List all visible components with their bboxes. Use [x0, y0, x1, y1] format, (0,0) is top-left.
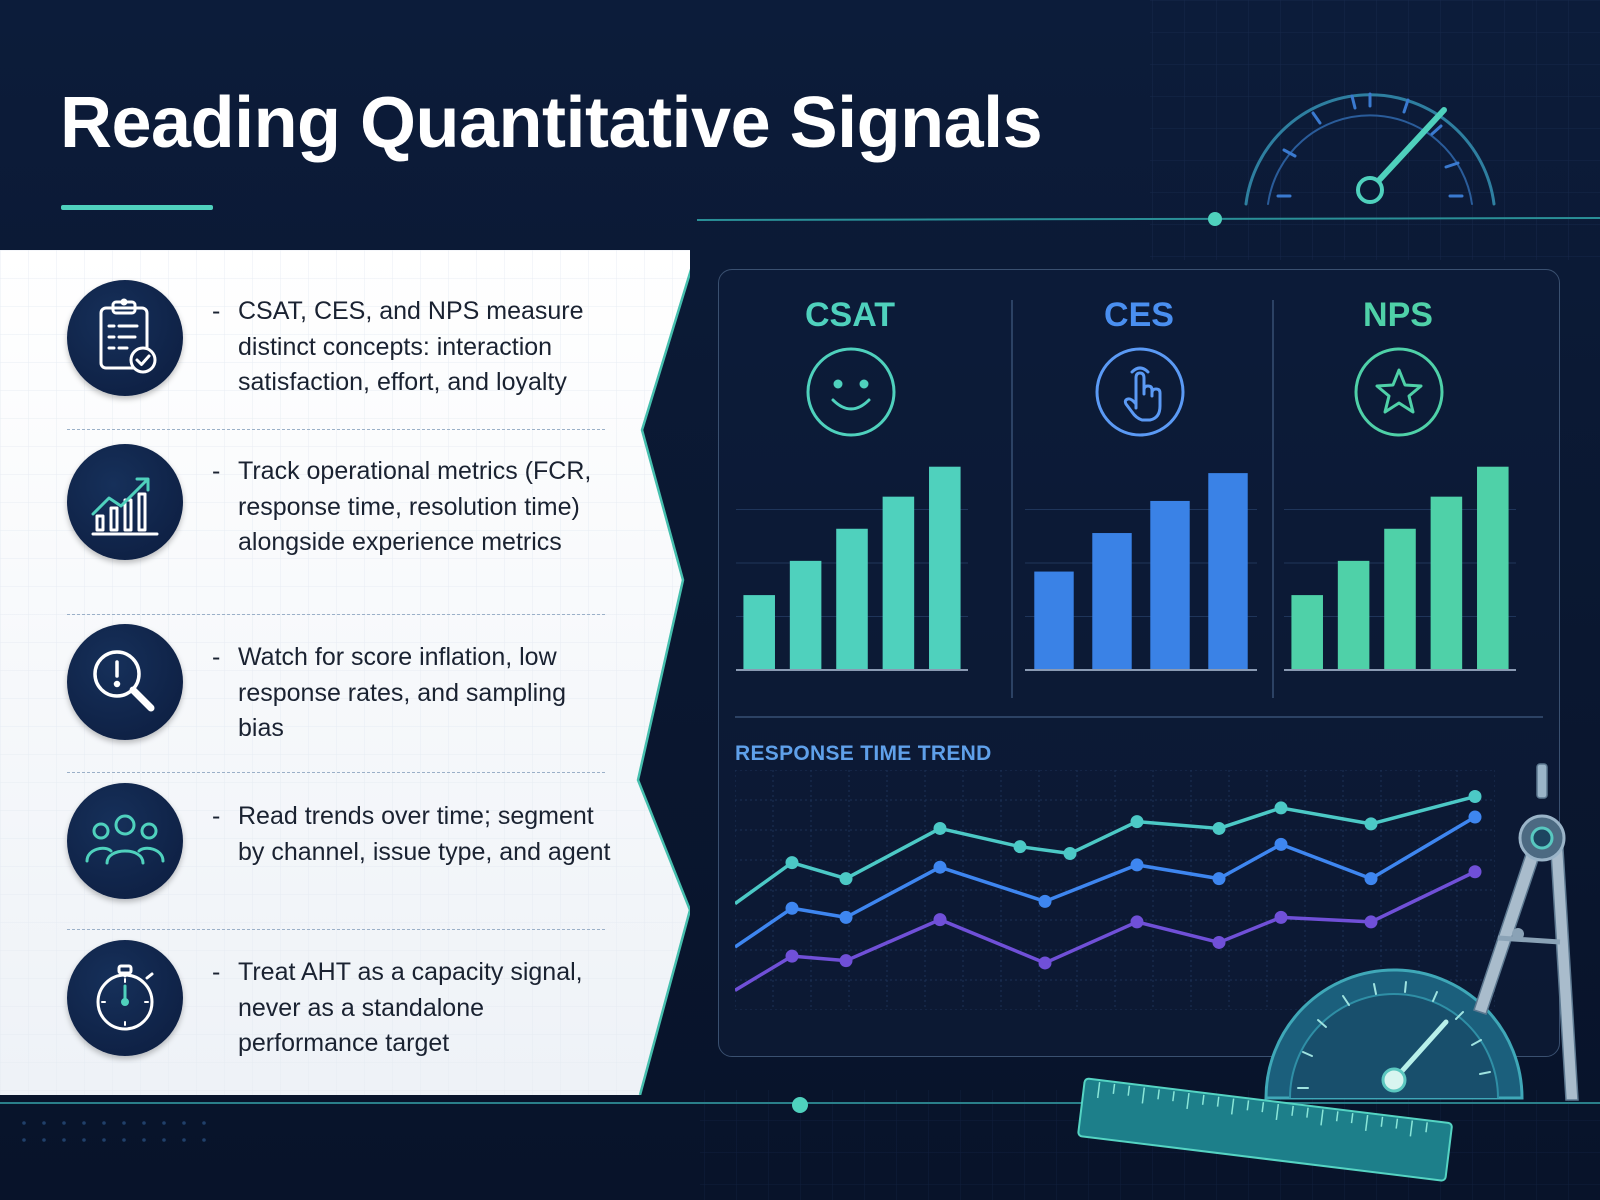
bar: [929, 466, 961, 670]
data-point: [839, 910, 853, 924]
data-point: [1212, 821, 1226, 835]
data-point: [1130, 858, 1144, 872]
data-point: [1212, 935, 1226, 949]
stopwatch-icon: [67, 940, 183, 1056]
bar: [1291, 595, 1323, 670]
data-point: [1063, 847, 1077, 861]
people-group-icon: [67, 783, 183, 899]
data-point: [1038, 894, 1052, 908]
magnifier-alert-icon: [67, 624, 183, 740]
growth-chart-icon: [67, 444, 183, 560]
list-item-text: - Track operational metrics (FCR, respon…: [212, 454, 612, 561]
series-line: [735, 794, 1476, 906]
bullet-dash: -: [212, 958, 221, 986]
metric-column-ces: CES: [1008, 270, 1270, 700]
smiley-face-icon: [806, 347, 896, 437]
csat-bar-chart: [736, 466, 968, 671]
bar: [1092, 533, 1132, 670]
metric-column-csat: CSAT: [719, 270, 981, 700]
trend-chart-title: RESPONSE TIME TREND: [735, 742, 992, 765]
bar: [1337, 560, 1370, 670]
bar: [882, 496, 915, 670]
bullet-dash: -: [212, 457, 221, 485]
data-point: [785, 949, 799, 963]
data-point: [933, 860, 947, 874]
dashboard-separator: [735, 716, 1543, 718]
ces-bar-chart: [1025, 473, 1257, 671]
data-point: [1468, 790, 1482, 804]
series-line: [735, 870, 1476, 992]
divider: [67, 429, 605, 430]
page-title: Reading Quantitative Signals: [60, 83, 1043, 163]
data-point: [839, 872, 853, 886]
data-point: [1364, 915, 1378, 929]
list-item-text: - Treat AHT as a capacity signal, never …: [212, 955, 612, 1062]
bar: [1384, 528, 1416, 670]
data-point: [1013, 840, 1027, 854]
left-content-panel: [0, 250, 690, 1095]
bar: [789, 560, 822, 670]
bar: [1208, 473, 1248, 670]
metric-title: NPS: [1363, 296, 1433, 334]
divider: [67, 929, 605, 930]
bar: [1150, 500, 1190, 670]
data-point: [1212, 872, 1226, 886]
data-point: [933, 821, 947, 835]
divider: [67, 614, 605, 615]
list-item-text: - Watch for score inflation, low respons…: [212, 640, 612, 747]
data-point: [1364, 872, 1378, 886]
list-item-text: - CSAT, CES, and NPS measure distinct co…: [212, 294, 612, 401]
data-point: [839, 954, 853, 968]
data-point: [1038, 956, 1052, 970]
metric-column-nps: NPS: [1267, 270, 1529, 700]
pointing-hand-icon: [1095, 347, 1185, 437]
data-point: [1468, 865, 1482, 879]
bar: [1430, 496, 1463, 670]
nps-bar-chart: [1284, 466, 1516, 671]
data-point: [1274, 837, 1288, 851]
bar: [836, 528, 868, 670]
data-point: [1130, 915, 1144, 929]
metric-title: CES: [1104, 296, 1174, 334]
data-point: [1468, 810, 1482, 824]
data-point: [1364, 817, 1378, 831]
data-point: [1274, 801, 1288, 815]
series-line: [735, 815, 1476, 949]
clipboard-check-icon: [67, 280, 183, 396]
bullet-dash: -: [212, 297, 221, 325]
divider: [67, 772, 605, 773]
bullet-dash: -: [212, 802, 221, 830]
response-time-trend-chart: [735, 770, 1495, 1010]
metric-title: CSAT: [804, 296, 896, 334]
data-point: [1130, 815, 1144, 829]
star-icon: [1354, 347, 1444, 437]
bullet-list: - CSAT, CES, and NPS measure distinct co…: [0, 250, 640, 1095]
bullet-dash: -: [212, 643, 221, 671]
data-point: [933, 913, 947, 927]
bar: [1477, 466, 1509, 670]
bar: [743, 595, 775, 670]
data-point: [785, 856, 799, 870]
data-point: [785, 901, 799, 915]
column-separator: [1272, 300, 1274, 698]
bar: [1034, 571, 1074, 670]
list-item-text: - Read trends over time; segment by chan…: [212, 799, 612, 870]
data-point: [1274, 910, 1288, 924]
column-separator: [1011, 300, 1013, 698]
metrics-dashboard: CSAT CES NPS: [718, 269, 1560, 1057]
title-underline: [61, 205, 213, 210]
